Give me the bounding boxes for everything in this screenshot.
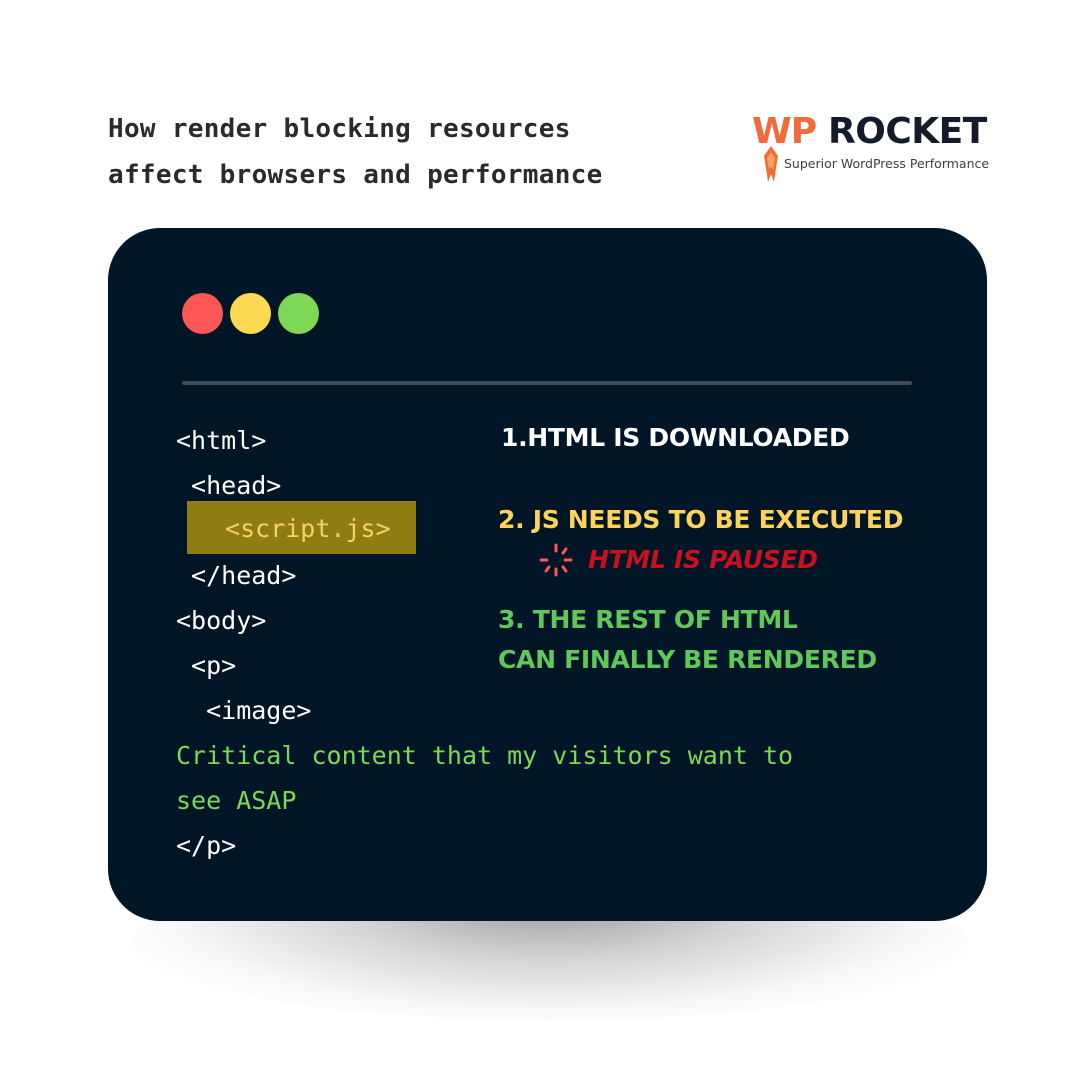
wp-rocket-logo: WP ROCKET Superior WordPress Performance: [752, 112, 992, 184]
step-3-line-1: 3. THE REST OF HTML: [498, 605, 798, 634]
code-block: <html> <head> </head> <body> <p> <image>…: [176, 418, 793, 868]
step-2: 2. JS NEEDS TO BE EXECUTED: [498, 505, 904, 534]
code-line-content: see ASAP: [176, 786, 297, 815]
page-title: How render blocking resources affect bro…: [108, 106, 603, 198]
code-line: <html>: [176, 426, 267, 455]
code-line: <image>: [176, 696, 312, 725]
title-line-2: affect browsers and performance: [108, 160, 603, 190]
code-line: </p>: [176, 831, 237, 860]
maximize-dot-icon: [278, 293, 319, 334]
step-3: 3. THE REST OF HTML CAN FINALLY BE RENDE…: [498, 600, 877, 680]
script-tag: <script.js>: [210, 514, 391, 543]
rocket-flame-icon: [764, 146, 778, 182]
code-line: <body>: [176, 606, 267, 635]
script-highlight: [187, 501, 416, 554]
minimize-dot-icon: [230, 293, 271, 334]
step-3-line-2: CAN FINALLY BE RENDERED: [498, 645, 877, 674]
code-window: <script.js> <html> <head> </head> <body>…: [108, 228, 987, 921]
close-dot-icon: [182, 293, 223, 334]
code-line-content: Critical content that my visitors want t…: [176, 741, 794, 770]
step-1: 1.HTML IS DOWNLOADED: [501, 423, 850, 452]
logo-tagline: Superior WordPress Performance: [784, 156, 990, 171]
window-divider: [182, 381, 912, 385]
logo-rocket: ROCKET: [828, 111, 987, 152]
code-line: <p>: [176, 651, 237, 680]
step-2-paused: HTML IS PAUSED: [588, 545, 818, 574]
title-line-1: How render blocking resources: [108, 114, 571, 144]
code-line: </head>: [176, 561, 297, 590]
loading-spinner-icon: [539, 543, 573, 577]
code-line: <head>: [176, 471, 282, 500]
logo-wp: WP: [752, 111, 817, 152]
